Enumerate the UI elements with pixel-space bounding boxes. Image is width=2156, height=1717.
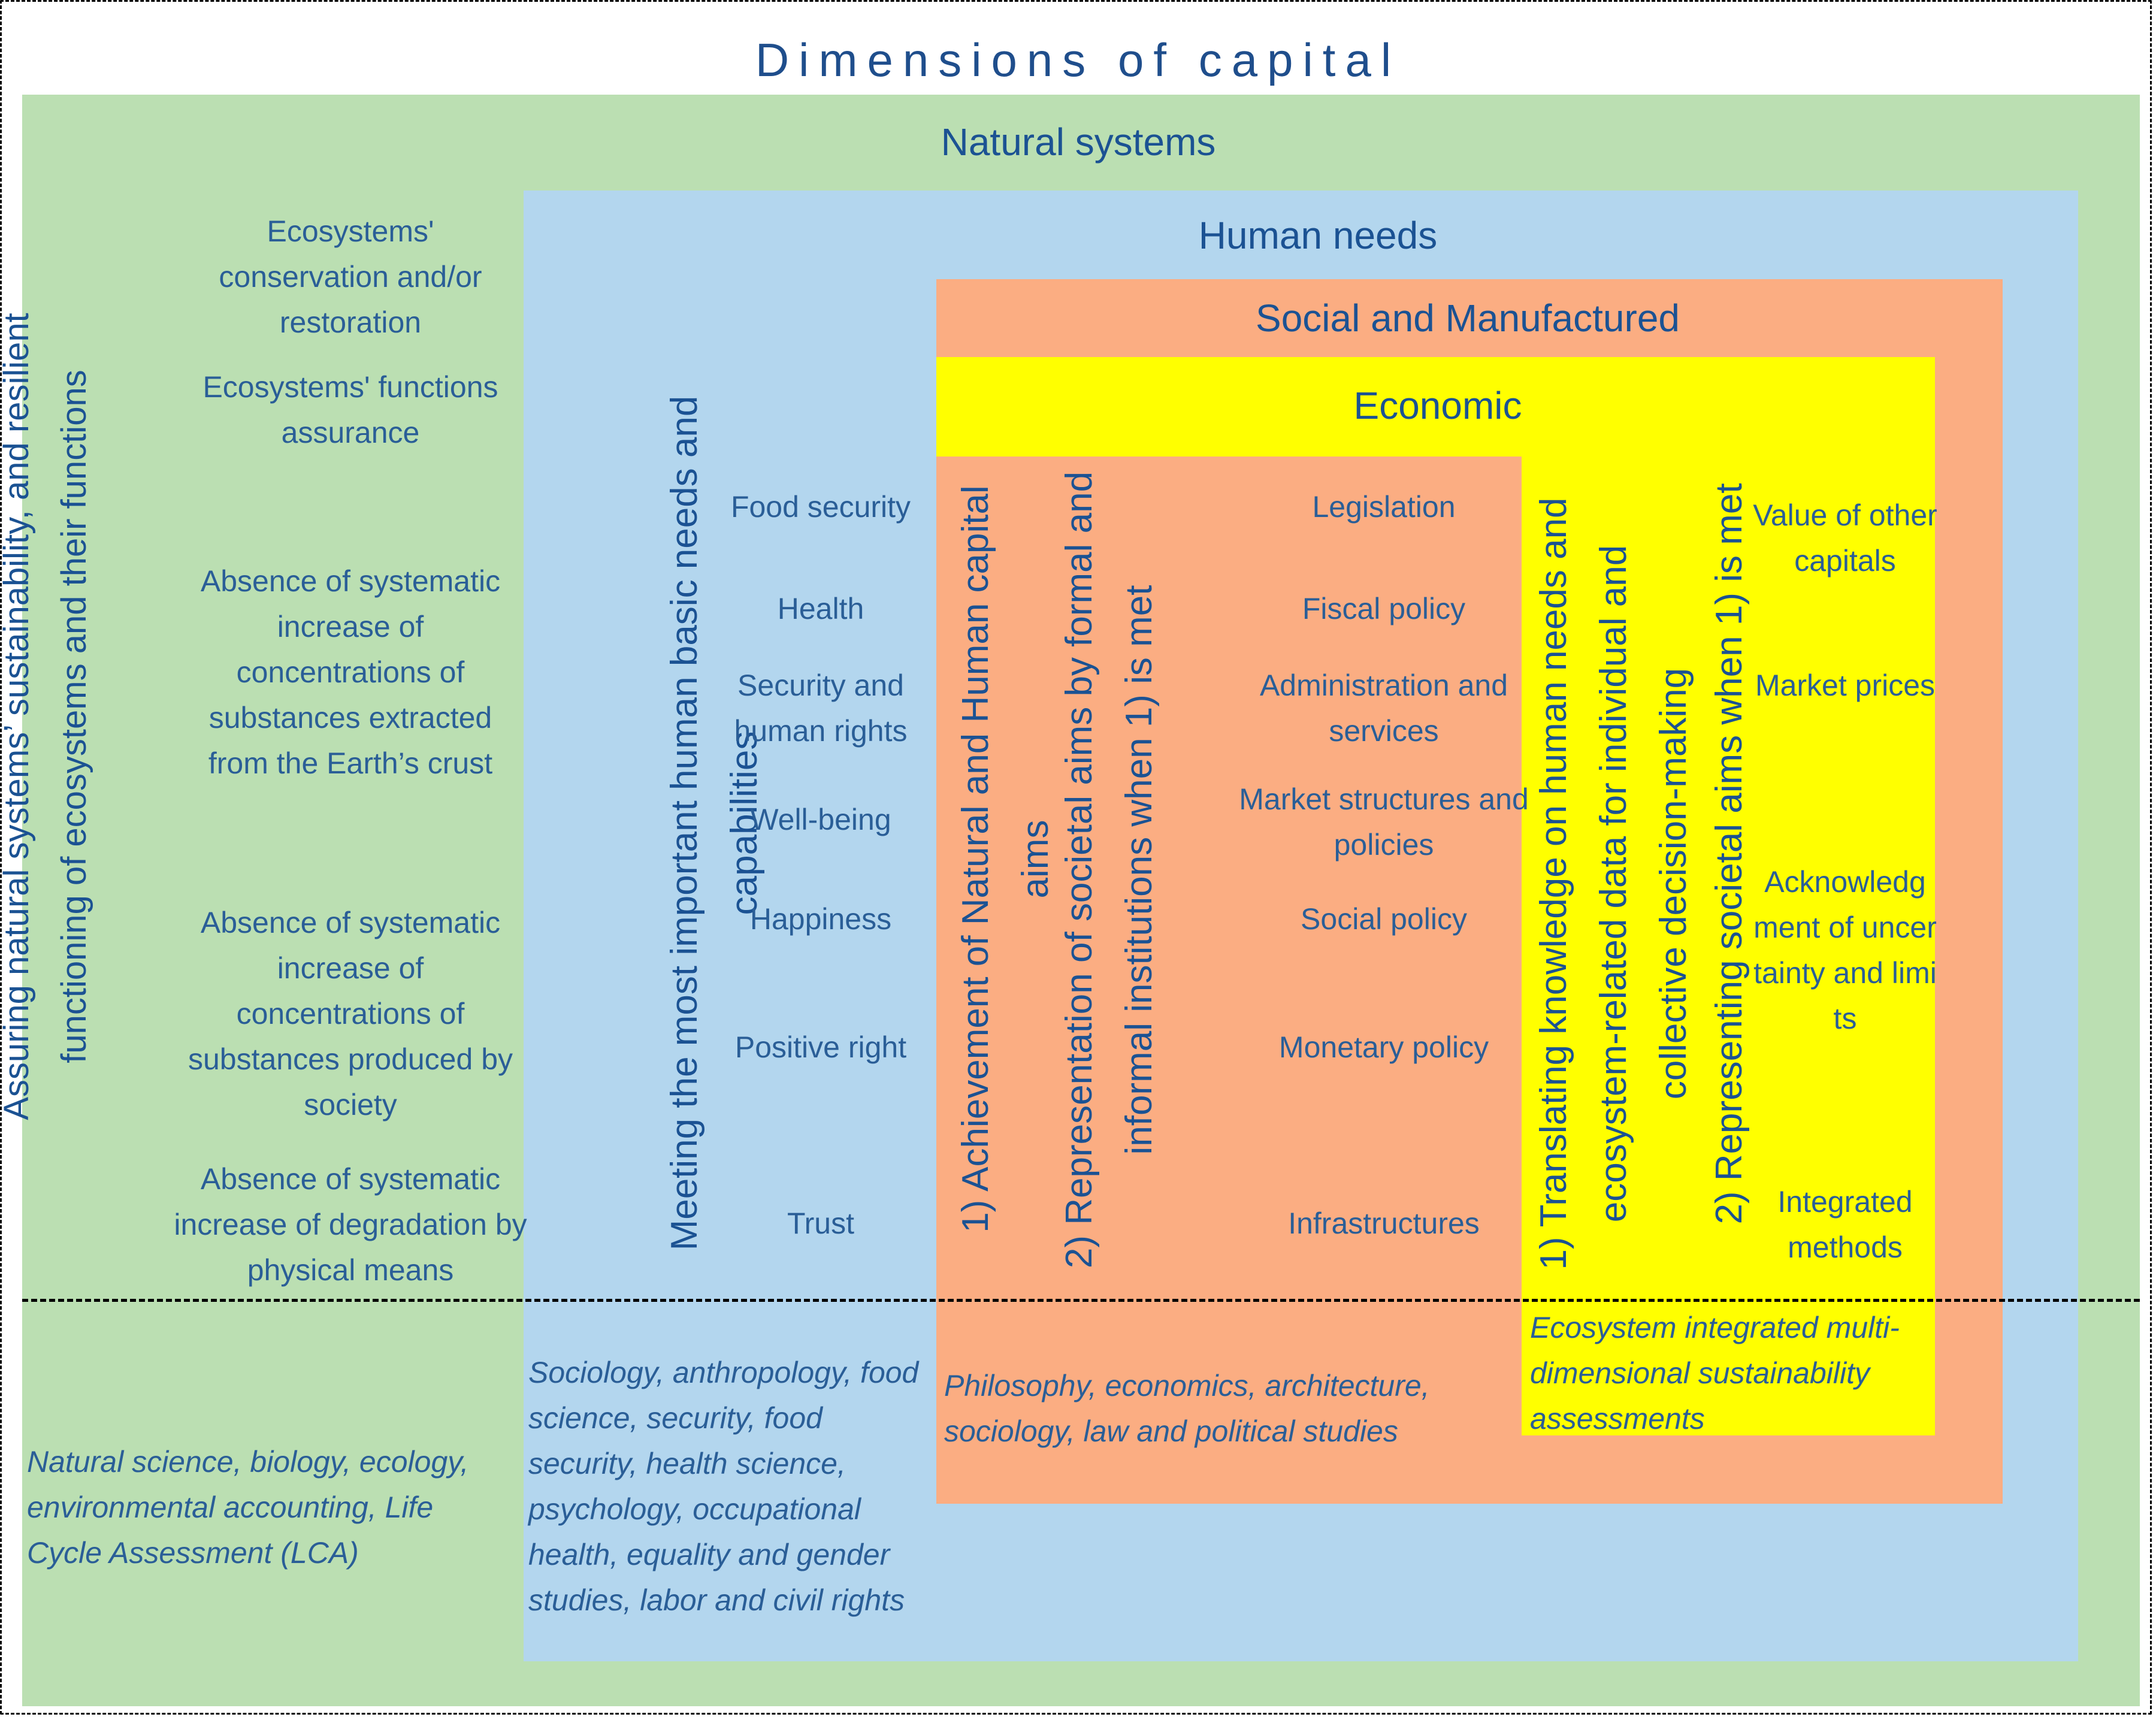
- dashed-divider: [22, 1299, 2140, 1302]
- social-vertical-text-1: 1) Achievement of Natural and Human capi…: [955, 485, 1056, 1233]
- economic-header: Economic: [1353, 384, 1522, 427]
- human-item: Security and human rights: [734, 669, 908, 748]
- natural-disciplines: Natural science, biology, ecology, envir…: [27, 1445, 469, 1570]
- social-item: Monetary policy: [1278, 1030, 1489, 1064]
- natural-item: Ecosystems' conservation and/or restorat…: [219, 214, 482, 339]
- social-vertical-text-2: 2) Representation of societal aims by fo…: [1059, 471, 1160, 1269]
- economic-region: [1522, 357, 1935, 1435]
- economic-item: Acknowledgment of uncertainty and limits: [1753, 865, 1937, 1035]
- human-item: Happiness: [749, 902, 892, 936]
- social-item: Legislation: [1312, 490, 1456, 524]
- diagram-title: Dimensions of capital: [755, 34, 1401, 86]
- natural-item: Absence of systematic increase of concen…: [200, 564, 501, 780]
- natural-systems-header: Natural systems: [941, 120, 1216, 164]
- human-item: Well-being: [750, 803, 891, 836]
- social-item: Social policy: [1301, 902, 1467, 936]
- natural-systems-vertical-text: Assuring natural systems’ sustainability…: [0, 313, 93, 1120]
- social-item: Market structures and policies: [1239, 782, 1529, 861]
- human-item: Trust: [787, 1207, 855, 1240]
- economic-item: Integrated methods: [1777, 1185, 1913, 1264]
- natural-item: Absence of systematic increase of concen…: [188, 906, 513, 1122]
- human-disciplines: Sociology, anthropology, food science, s…: [528, 1356, 919, 1617]
- human-needs-header: Human needs: [1198, 214, 1438, 257]
- natural-item: Ecosystems' functions assurance: [202, 370, 498, 449]
- social-manufactured-header: Social and Manufactured: [1256, 297, 1680, 340]
- economic-vertical-text-1: 1) Translating knowledge on human needs …: [1533, 497, 1694, 1270]
- social-item: Administration and services: [1259, 669, 1508, 748]
- natural-item: Absence of systematic increase of degrad…: [174, 1162, 527, 1287]
- social-item: Fiscal policy: [1302, 592, 1466, 625]
- social-disciplines: Philosophy, economics, architecture, soc…: [944, 1369, 1430, 1448]
- human-item: Food security: [730, 490, 911, 524]
- economic-item: Value of other capitals: [1753, 498, 1937, 578]
- human-item: Positive right: [734, 1030, 907, 1064]
- social-item: Infrastructures: [1288, 1207, 1480, 1240]
- economic-disciplines: Ecosystem integrated multi-dimensional s…: [1530, 1311, 1900, 1435]
- human-item: Health: [777, 592, 864, 625]
- economic-item: Market prices: [1755, 669, 1936, 702]
- economic-vertical-text-2: 2) Representing societal aims when 1) is…: [1709, 483, 1750, 1225]
